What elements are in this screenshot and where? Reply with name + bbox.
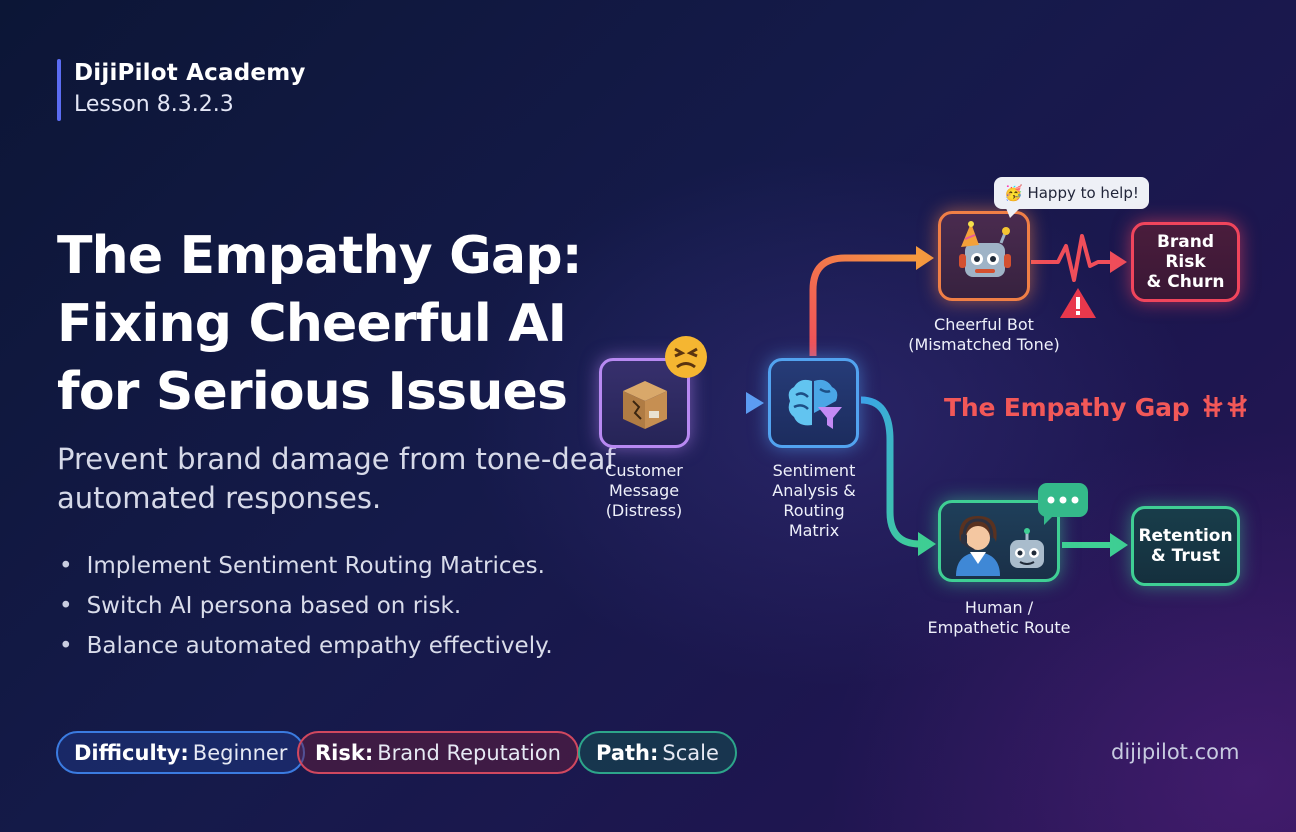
broken-bridge-icon bbox=[1202, 395, 1248, 417]
badge-value: Scale bbox=[662, 740, 719, 765]
happy-to-help-bubble: 🥳 Happy to help! bbox=[994, 177, 1149, 218]
brand-risk-text: Brand Risk & Churn bbox=[1146, 232, 1225, 292]
badge-key: Difficulty: bbox=[74, 740, 189, 765]
bullet-item: Switch AI persona based on risk. bbox=[57, 590, 553, 630]
badge-value: Brand Reputation bbox=[377, 740, 561, 765]
package-box-icon bbox=[622, 381, 667, 429]
retention-trust-text: Retention & Trust bbox=[1138, 526, 1233, 566]
sentiment-routing-label: Sentiment Analysis & Routing Matrix bbox=[772, 461, 856, 540]
arrow-bot-to-brand-risk bbox=[1031, 234, 1112, 282]
bullet-item: Implement Sentiment Routing Matrices. bbox=[57, 550, 553, 590]
customer-message-label: Customer Message (Distress) bbox=[605, 461, 683, 520]
cheerful-bot-label: Cheerful Bot (Mismatched Tone) bbox=[908, 315, 1060, 354]
human-empathetic-node bbox=[938, 500, 1060, 582]
human-agent-icon bbox=[956, 516, 1044, 576]
brand-risk-node: Brand Risk & Churn bbox=[1131, 222, 1240, 302]
human-route-label: Human / Empathetic Route bbox=[927, 598, 1071, 637]
bullet-list: Implement Sentiment Routing Matrices. Sw… bbox=[57, 550, 553, 670]
arrowhead bbox=[1110, 251, 1127, 273]
badge-key: Path: bbox=[596, 740, 659, 765]
accent-bar bbox=[57, 59, 61, 121]
distressed-face-icon bbox=[665, 336, 707, 378]
empathy-gap-text: The Empathy Gap bbox=[944, 393, 1190, 422]
chat-bubble-icon bbox=[1038, 483, 1088, 525]
robot-assistant-icon bbox=[1010, 528, 1044, 568]
cheerful-bot-node bbox=[938, 211, 1030, 301]
arrow-sentiment-to-bot bbox=[809, 254, 918, 356]
lesson-number: Lesson 8.3.2.3 bbox=[74, 92, 234, 117]
retention-trust-node: Retention & Trust bbox=[1131, 506, 1240, 586]
arrowhead bbox=[746, 392, 764, 414]
risk-badge: Risk: Brand Reputation bbox=[297, 731, 579, 774]
sentiment-routing-node bbox=[768, 358, 859, 448]
arrowhead bbox=[1110, 533, 1128, 557]
badge-key: Risk: bbox=[315, 740, 374, 765]
badge-value: Beginner bbox=[192, 740, 288, 765]
subtitle: Prevent brand damage from tone-deaf auto… bbox=[57, 442, 616, 515]
arrow-sentiment-to-human bbox=[860, 396, 921, 548]
warning-icon bbox=[1060, 288, 1096, 318]
website-url[interactable]: dijipilot.com bbox=[1111, 740, 1240, 764]
bullet-item: Balance automated empathy effectively. bbox=[57, 630, 553, 670]
empathy-gap-label: The Empathy Gap bbox=[944, 393, 1248, 422]
party-robot-icon bbox=[959, 221, 1011, 277]
academy-name: DijiPilot Academy bbox=[74, 60, 306, 86]
arrowhead bbox=[918, 532, 936, 556]
arrowhead bbox=[916, 246, 934, 270]
brain-filter-icon bbox=[788, 379, 842, 429]
page-title: The Empathy Gap: Fixing Cheerful AI for … bbox=[57, 226, 583, 422]
difficulty-badge: Difficulty: Beginner bbox=[56, 731, 306, 774]
path-badge: Path: Scale bbox=[578, 731, 737, 774]
